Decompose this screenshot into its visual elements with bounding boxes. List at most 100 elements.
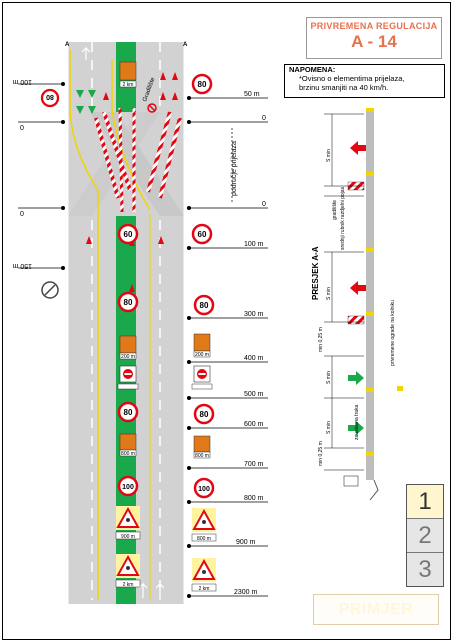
svg-text:100 m: 100 m [244, 241, 264, 248]
svg-text:800 m: 800 m [197, 536, 211, 542]
svg-text:područje prijelaza: područje prijelaza [231, 141, 238, 196]
speed-sign-60-right: 60 [191, 223, 213, 245]
svg-text:60: 60 [198, 230, 207, 239]
green-arrow-right-icon-2 [348, 421, 364, 435]
svg-text:500 m: 500 m [244, 391, 264, 398]
distance-labels-left: 100 m 0 0 150 m [12, 78, 32, 269]
svg-text:0: 0 [262, 115, 266, 122]
svg-text:min 0,25 m: min 0,25 m [318, 327, 324, 352]
works-signs: 2 km 200 m 200 m 800 m 800 m [117, 61, 213, 459]
works-sign-400-median: 200 m [119, 335, 137, 360]
svg-text:100: 100 [198, 486, 210, 493]
svg-text:min 0,25 m: min 0,25 m [318, 441, 324, 466]
svg-text:srednji rubnik razdjelni pojas: srednji rubnik razdjelni pojas [340, 186, 346, 250]
svg-text:0: 0 [262, 201, 266, 208]
title-block: PRIVREMENA REGULACIJA A - 14 [306, 17, 442, 59]
svg-text:200 m: 200 m [121, 354, 135, 360]
svg-text:200 m: 200 m [195, 352, 209, 358]
svg-text:zaustavna traka: zaustavna traka [354, 404, 360, 440]
works-sign-top-median: 2 km [119, 61, 137, 88]
plate-right-500 [191, 383, 213, 390]
warning-sign-2300-median: 2 km [115, 554, 141, 588]
variant-3-tab[interactable]: 3 [407, 553, 443, 586]
svg-text:80: 80 [198, 80, 207, 89]
svg-text:0: 0 [20, 211, 24, 218]
svg-text:gradilište: gradilište [332, 200, 338, 220]
svg-text:100: 100 [122, 484, 134, 491]
note-head: NAPOMENA: [289, 65, 336, 74]
speed-sign-80-median: 80 [117, 291, 139, 313]
svg-text:900 m: 900 m [121, 534, 135, 540]
svg-text:privremene ograde na kolniku: privremene ograde na kolniku [390, 300, 396, 366]
no-entry-sign-right [193, 365, 211, 383]
speed-sign-80-600-right: 80 [193, 403, 215, 425]
svg-text:80: 80 [124, 298, 133, 307]
svg-text:0: 0 [20, 125, 24, 132]
barrier-markings [94, 107, 182, 213]
speed-sign-100-right: 100 [193, 477, 215, 499]
section-markers: A A [65, 42, 188, 48]
svg-text:800 m: 800 m [121, 451, 135, 457]
svg-text:2 km: 2 km [123, 582, 134, 588]
lane-arrow-icons [81, 46, 165, 598]
svg-text:2 km: 2 km [199, 586, 210, 592]
green-arrow-icons [76, 90, 96, 114]
svg-text:100 m: 100 m [12, 78, 32, 85]
distance-labels-right: 50 m 0 0 100 m 300 m 400 m 500 m 600 m 7… [234, 91, 266, 596]
variant-2-tab[interactable]: 2 [407, 519, 443, 553]
title-label: PRIVREMENA REGULACIJA [310, 21, 438, 31]
svg-text:80: 80 [46, 93, 54, 100]
distance-scale-left [18, 83, 62, 269]
svg-text:80: 80 [124, 408, 133, 417]
end-limit-sign [41, 281, 59, 299]
svg-text:900 m: 900 m [236, 539, 256, 546]
speed-sign-80-right: 80 [193, 294, 215, 316]
variant-1-tab[interactable]: 1 [407, 485, 443, 519]
cross-section: PRESJEK A-A [311, 108, 403, 501]
distance-scale-right [190, 97, 268, 597]
svg-text:700 m: 700 m [244, 461, 264, 468]
scheme-code: A - 14 [351, 32, 397, 51]
plate-median-500 [117, 383, 139, 390]
svg-text:S min: S min [326, 149, 332, 162]
svg-text:60: 60 [124, 230, 133, 239]
no-entry-sign-median [119, 365, 137, 383]
warning-sign-900-median: 900 m [115, 506, 141, 540]
speed-sign-100-median: 100 [117, 475, 139, 497]
warning-signs: 900 m 800 m 2 km 2 km [115, 506, 217, 592]
red-arrow-left-icon-2 [350, 281, 366, 295]
svg-text:2 km: 2 km [123, 82, 134, 88]
svg-text:80: 80 [200, 301, 209, 310]
red-arrow-left-icon [350, 141, 366, 155]
red-arrow-icons [86, 72, 178, 292]
works-sign-700-median: 800 m [119, 433, 137, 457]
barrier-section-2 [347, 315, 365, 325]
note-line-1: *Ovisno o elementima prijelaza, [299, 74, 405, 83]
speed-sign-60-median: 60 [117, 223, 139, 245]
svg-text:80: 80 [200, 410, 209, 419]
crossover-zone-bracket: područje prijelaza [231, 128, 238, 202]
svg-text:S min: S min [326, 287, 332, 300]
works-sign-400-right: 200 m [193, 333, 211, 358]
svg-text:A: A [183, 42, 188, 48]
note-box: NAPOMENA: *Ovisno o elementima prijelaza… [284, 64, 445, 98]
section-roadway [366, 108, 374, 480]
svg-text:A: A [65, 42, 70, 48]
svg-text:2300 m: 2300 m [234, 589, 258, 596]
svg-text:800 m: 800 m [195, 453, 209, 459]
warning-sign-2300-right: 2 km [191, 558, 217, 592]
svg-text:PRESJEK A-A: PRESJEK A-A [311, 246, 320, 300]
fence-legend-swatch [397, 386, 403, 391]
svg-text:150 m: 150 m [12, 262, 32, 269]
works-sign-700-right: 800 m [193, 435, 211, 459]
svg-text:50 m: 50 m [244, 91, 260, 98]
svg-text:S min: S min [326, 371, 332, 384]
distance-dots-right [187, 96, 191, 598]
speed-signs: 80 60 60 80 80 80 80 100 [40, 73, 215, 499]
example-stamp: PRIMJER [313, 594, 439, 625]
speed-sign-80-top: 80 [191, 73, 213, 95]
variant-selector: 1 2 3 [406, 484, 444, 587]
direction-arrows [76, 72, 178, 292]
